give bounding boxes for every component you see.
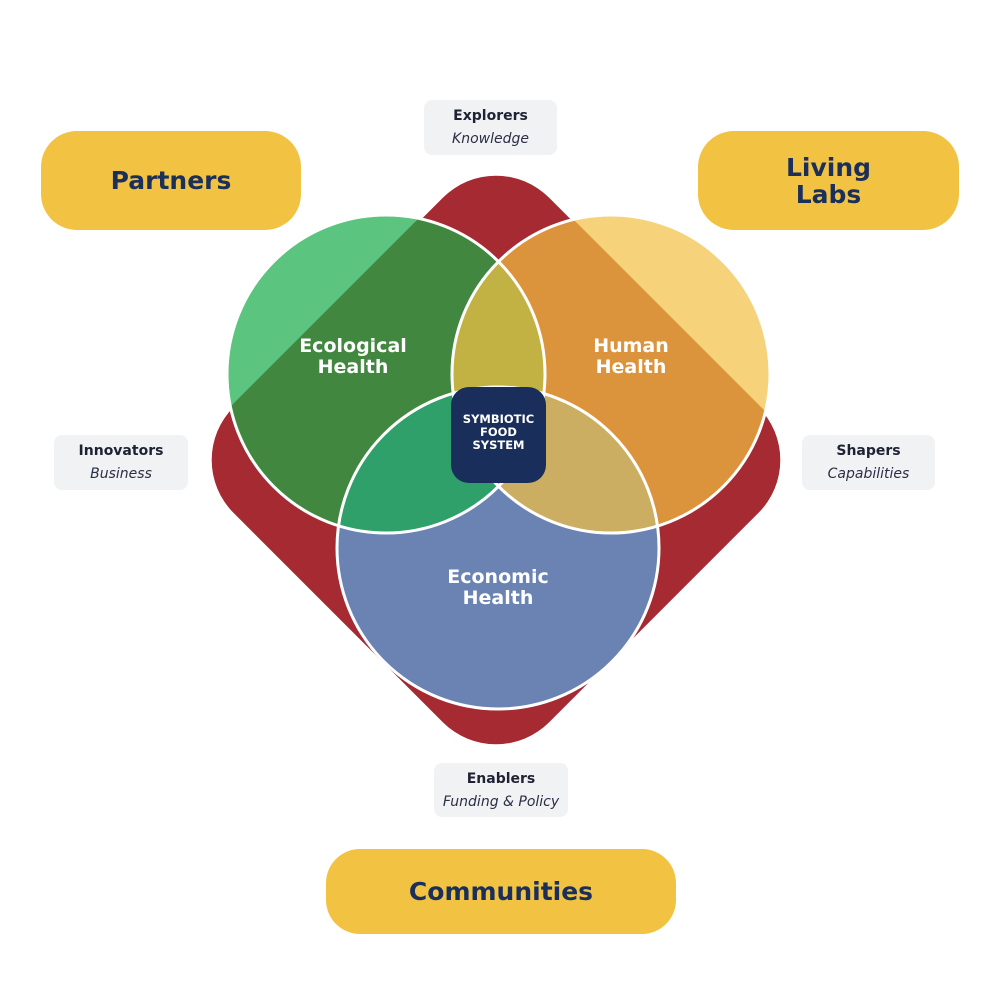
communities-label: Communities	[408, 877, 594, 906]
partners-label: Partners	[110, 166, 232, 195]
ecological-health-label: Ecological Health	[299, 335, 407, 378]
human-health-label: Human Health	[593, 335, 669, 378]
enablers-focus: Funding & Policy	[442, 793, 560, 810]
shapers-role: Shapers	[836, 443, 901, 459]
explorers-role: Explorers	[453, 108, 528, 124]
living-labs-label: Living Labs	[785, 152, 872, 209]
partners-pill: Partners	[41, 131, 301, 230]
economic-health-label: Economic Health	[447, 566, 549, 609]
shapers-focus: Capabilities	[827, 466, 910, 482]
symbiotic-food-system-core: SYMBIOTIC FOOD SYSTEM	[451, 387, 546, 483]
shapers-tag: Shapers Capabilities	[802, 435, 935, 490]
innovators-tag: Innovators Business	[54, 435, 188, 490]
human-highlight	[452, 215, 770, 533]
core-label: SYMBIOTIC FOOD SYSTEM	[462, 411, 535, 452]
explorers-tag: Explorers Knowledge	[424, 100, 557, 155]
explorers-focus: Knowledge	[452, 131, 529, 147]
eco-economic-overlap	[337, 387, 545, 533]
communities-pill: Communities	[326, 849, 676, 934]
living-labs-pill: Living Labs	[698, 131, 959, 230]
human-economic-overlap	[452, 387, 659, 533]
enablers-role: Enablers	[466, 770, 536, 787]
innovators-role: Innovators	[78, 443, 164, 459]
ecological-highlight	[227, 215, 545, 533]
enablers-tag: Enablers Funding & Policy	[434, 763, 568, 817]
innovators-focus: Business	[90, 466, 152, 482]
